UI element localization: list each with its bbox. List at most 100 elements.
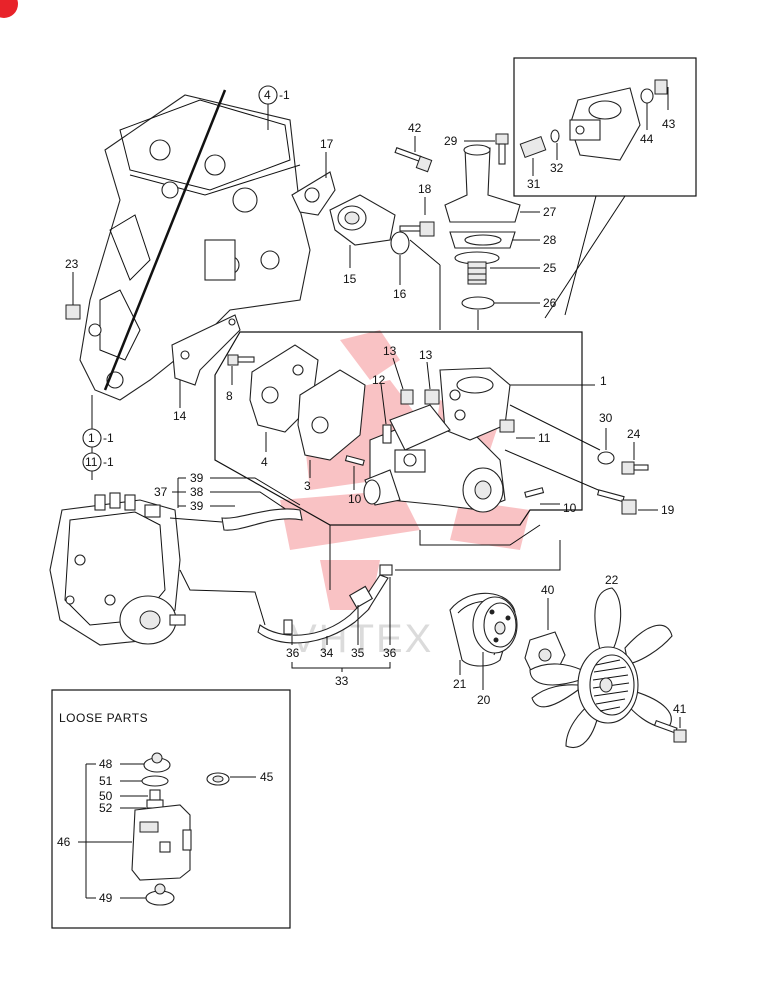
label-28: 28 (543, 233, 557, 247)
label-43: 43 (662, 117, 676, 131)
label-27: 27 (543, 205, 557, 219)
loose-parts-box (51, 689, 291, 929)
washer-44 (640, 88, 654, 104)
label-17: 17 (320, 137, 334, 151)
label-33: 33 (335, 674, 349, 688)
label-21: 21 (453, 677, 467, 691)
label-10a: 10 (348, 492, 362, 506)
bolt-19 (596, 489, 637, 515)
gasket-51 (141, 775, 169, 787)
label-1: 1 (600, 374, 607, 388)
assembly-box-1 (214, 331, 583, 526)
pin-10b (524, 487, 545, 498)
label-48: 48 (99, 757, 113, 771)
label-13a: 13 (383, 344, 397, 358)
gasket-16 (390, 231, 410, 255)
clamp-35 (348, 585, 374, 609)
callout-1-1-number: 1 (88, 431, 95, 445)
washer-32 (550, 129, 560, 143)
label-18: 18 (418, 182, 432, 196)
tank-46 (131, 804, 192, 881)
label-23: 23 (65, 257, 79, 271)
inset-box-thermostat-housing (513, 57, 697, 197)
plug-23 (65, 304, 81, 320)
cap-49 (145, 883, 175, 906)
bolt-8 (227, 354, 255, 366)
water-pump-body (363, 367, 511, 513)
label-52: 52 (99, 801, 113, 815)
label-38: 38 (190, 485, 204, 499)
clamp-36a (283, 619, 293, 635)
clamp-36b (379, 564, 393, 576)
label-42: 42 (408, 121, 422, 135)
hose-39 (221, 508, 303, 531)
label-3: 3 (304, 479, 311, 493)
label-37: 37 (154, 485, 168, 499)
o-ring-26 (461, 296, 495, 310)
corner-badge (0, 0, 18, 18)
label-39a: 39 (190, 471, 204, 485)
label-49: 49 (99, 891, 113, 905)
label-14: 14 (173, 409, 187, 423)
pin-10a (344, 455, 365, 466)
label-26: 26 (543, 296, 557, 310)
label-19: 19 (661, 503, 675, 517)
callout-1-1-circle (82, 428, 102, 448)
plug-43 (654, 79, 668, 95)
callout-4-1-suffix: -1 (279, 88, 290, 102)
label-46: 46 (57, 835, 71, 849)
label-16: 16 (393, 287, 407, 301)
bolt-42 (394, 147, 433, 173)
inset-housing-drawing (569, 87, 641, 161)
label-45: 45 (260, 770, 274, 784)
injection-pump-drawing (49, 492, 186, 646)
label-34: 34 (320, 646, 334, 660)
pulley-20 (472, 596, 518, 654)
label-22: 22 (605, 573, 619, 587)
label-10b: 10 (563, 501, 577, 515)
bushing-13a (400, 389, 414, 405)
label-30: 30 (599, 411, 613, 425)
bolt-29 (495, 133, 509, 165)
nipple-50 (149, 789, 161, 801)
callout-11-1-circle (82, 452, 102, 472)
label-50: 50 (99, 789, 113, 803)
loose-parts-title: LOOSE PARTS (59, 711, 148, 725)
label-11: 11 (538, 431, 551, 445)
label-29: 29 (444, 134, 458, 148)
label-31: 31 (527, 177, 541, 191)
label-12: 12 (372, 373, 386, 387)
grommet-45 (206, 772, 230, 786)
pin-12 (382, 424, 392, 444)
pipe-34 (257, 574, 389, 644)
fan-22 (529, 587, 673, 748)
label-25: 25 (543, 261, 557, 275)
label-15: 15 (343, 272, 357, 286)
label-39b: 39 (190, 499, 204, 513)
label-40: 40 (541, 583, 555, 597)
washer-30 (597, 451, 615, 465)
bushing-13b (424, 389, 440, 405)
callout-1-1-suffix: -1 (103, 431, 114, 445)
label-20: 20 (477, 693, 491, 707)
thermostat-cover-27 (444, 144, 521, 223)
outlet-15 (329, 194, 396, 246)
label-41: 41 (673, 702, 687, 716)
plate-3 (297, 369, 366, 461)
label-8: 8 (226, 389, 233, 403)
label-36b: 36 (383, 646, 397, 660)
label-51: 51 (99, 774, 113, 788)
cap-48 (143, 752, 171, 773)
thermostat-25 (454, 251, 500, 285)
label-24: 24 (627, 427, 641, 441)
engine-block-drawing (79, 94, 311, 401)
label-4: 4 (261, 455, 268, 469)
dipstick (103, 89, 227, 391)
callout-4-1-number: 4 (264, 88, 271, 102)
plate-14 (171, 314, 241, 386)
label-35: 35 (351, 646, 365, 660)
bolt-41 (653, 719, 687, 743)
label-13b: 13 (419, 348, 433, 362)
label-36a: 36 (286, 646, 300, 660)
